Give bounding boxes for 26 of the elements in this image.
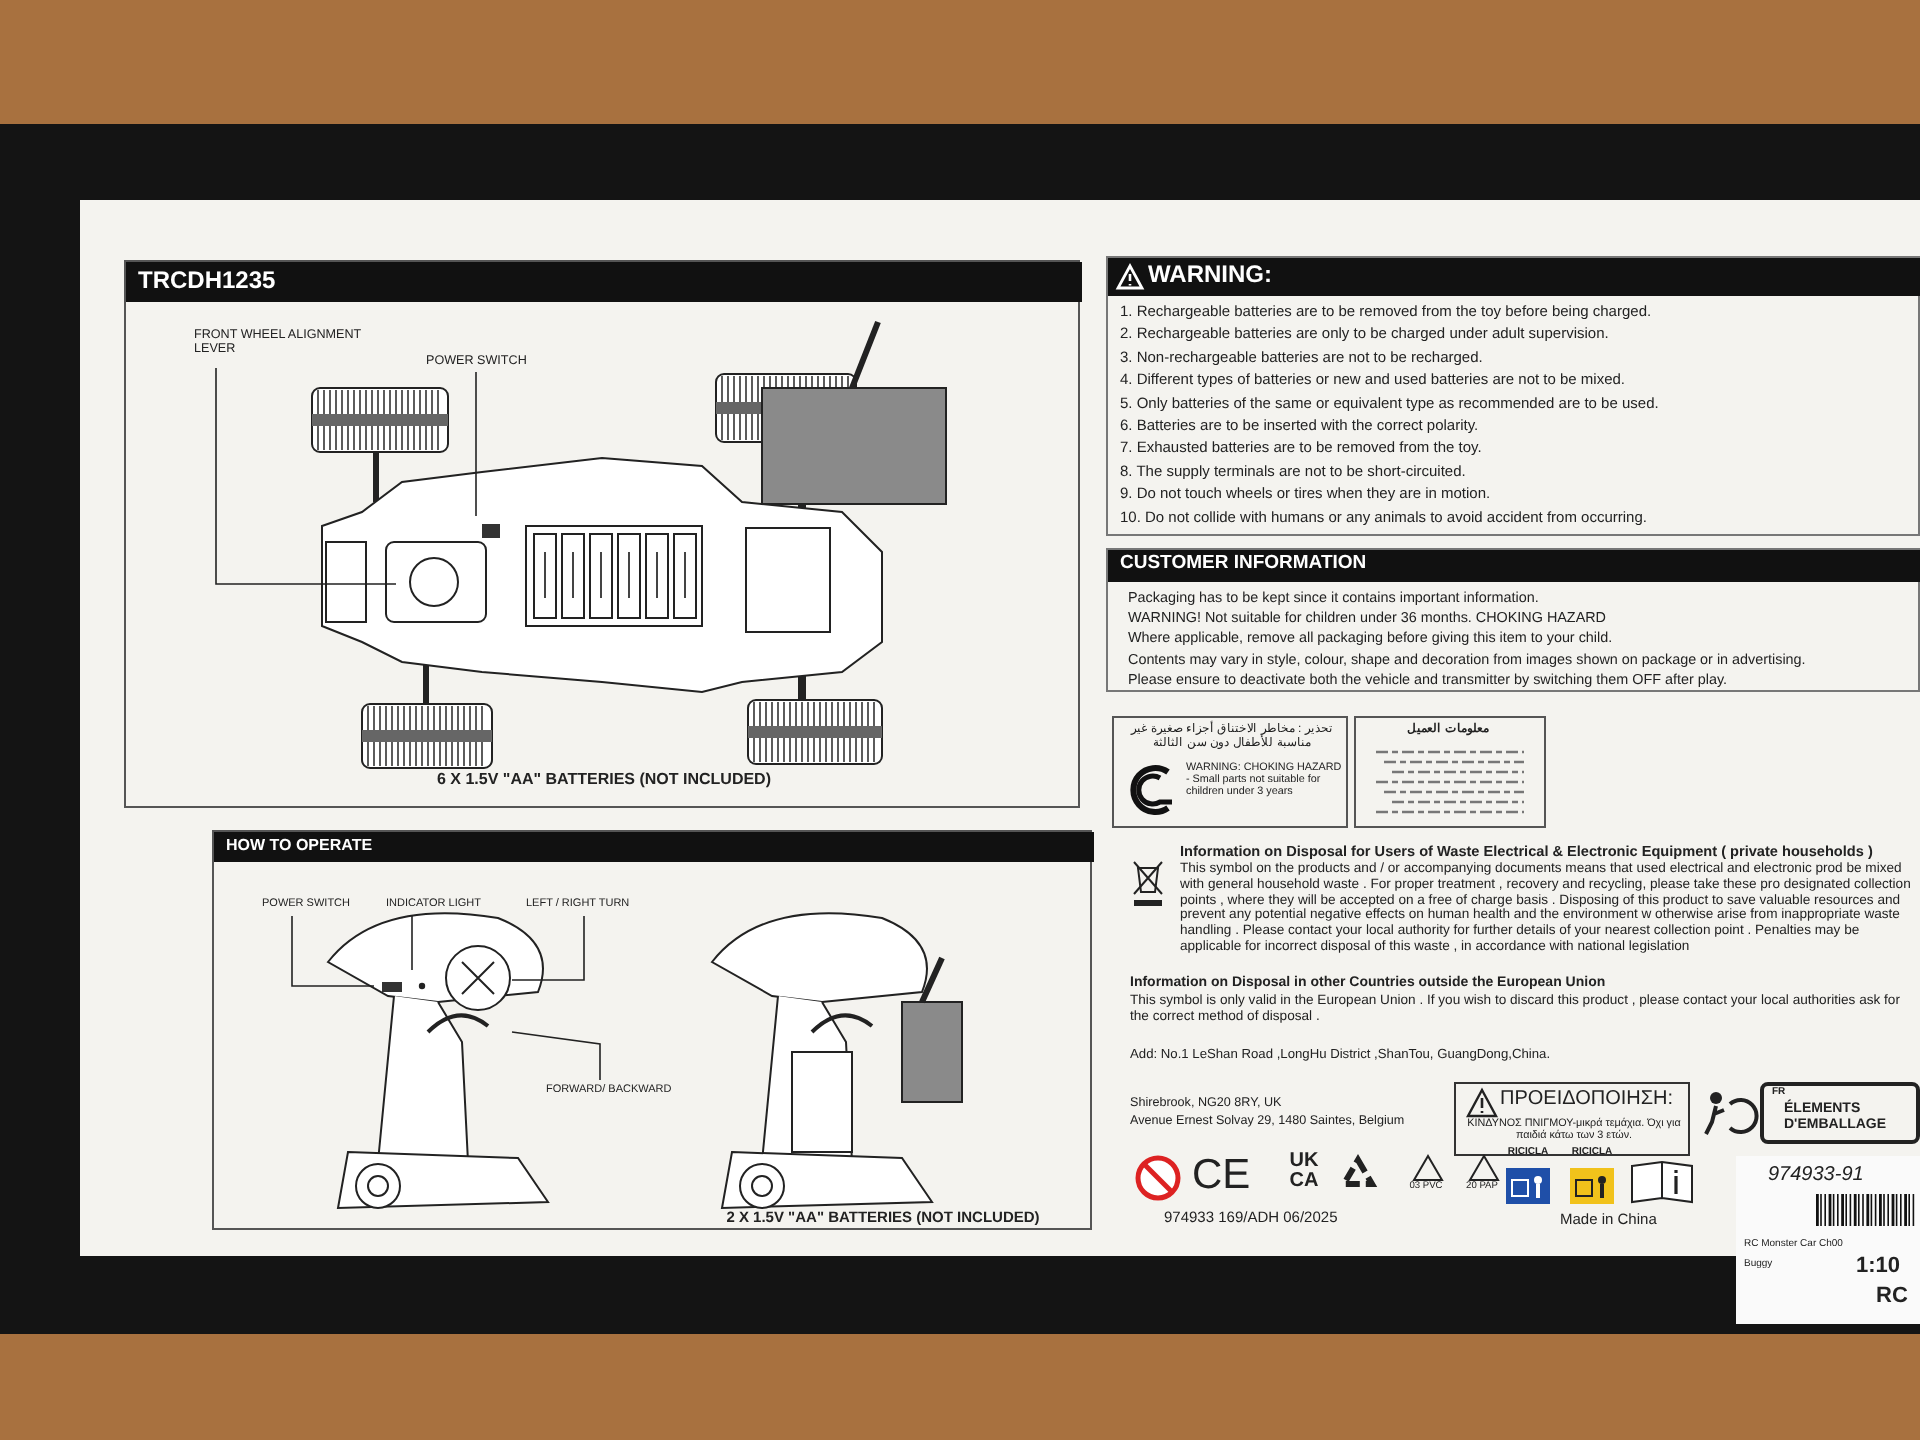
leader-line [475, 371, 477, 517]
article-number: 974933-91 [1768, 1164, 1866, 1187]
instruction-panel [212, 830, 1092, 1230]
leader-line [291, 915, 375, 987]
warning-label-box [1112, 716, 1348, 828]
section-heading: HOW TO OPERATE [226, 836, 375, 855]
info-label-box [1354, 716, 1546, 828]
warning-panel [1106, 256, 1920, 536]
section-heading: CUSTOMER INFORMATION [1120, 554, 1369, 576]
information-panel [1106, 548, 1920, 692]
price-sticker [1736, 1156, 1920, 1324]
leader-line [411, 915, 413, 971]
sorting-tag [1760, 1082, 1920, 1144]
model-number: TRCDH1235 [138, 268, 278, 296]
section-heading: WARNING: [1148, 262, 1274, 290]
battery-note: 6 X 1.5V "AA" BATTERIES (NOT INCLUDED) [434, 770, 773, 789]
leader-line [215, 367, 397, 585]
ce-mark: CE [1192, 1152, 1253, 1201]
warning-label-box [1454, 1082, 1690, 1156]
leader-line [511, 1031, 601, 1081]
instruction-panel [124, 260, 1080, 808]
warning-heading: ΠΡΟΕΙΔΟΠΟΙΗΣΗ: [1500, 1088, 1676, 1111]
scale-text: 1:10 [1856, 1254, 1903, 1280]
ukca-mark: UK CA [1287, 1152, 1321, 1190]
category-text: RC [1876, 1284, 1910, 1310]
leader-line [511, 915, 585, 981]
